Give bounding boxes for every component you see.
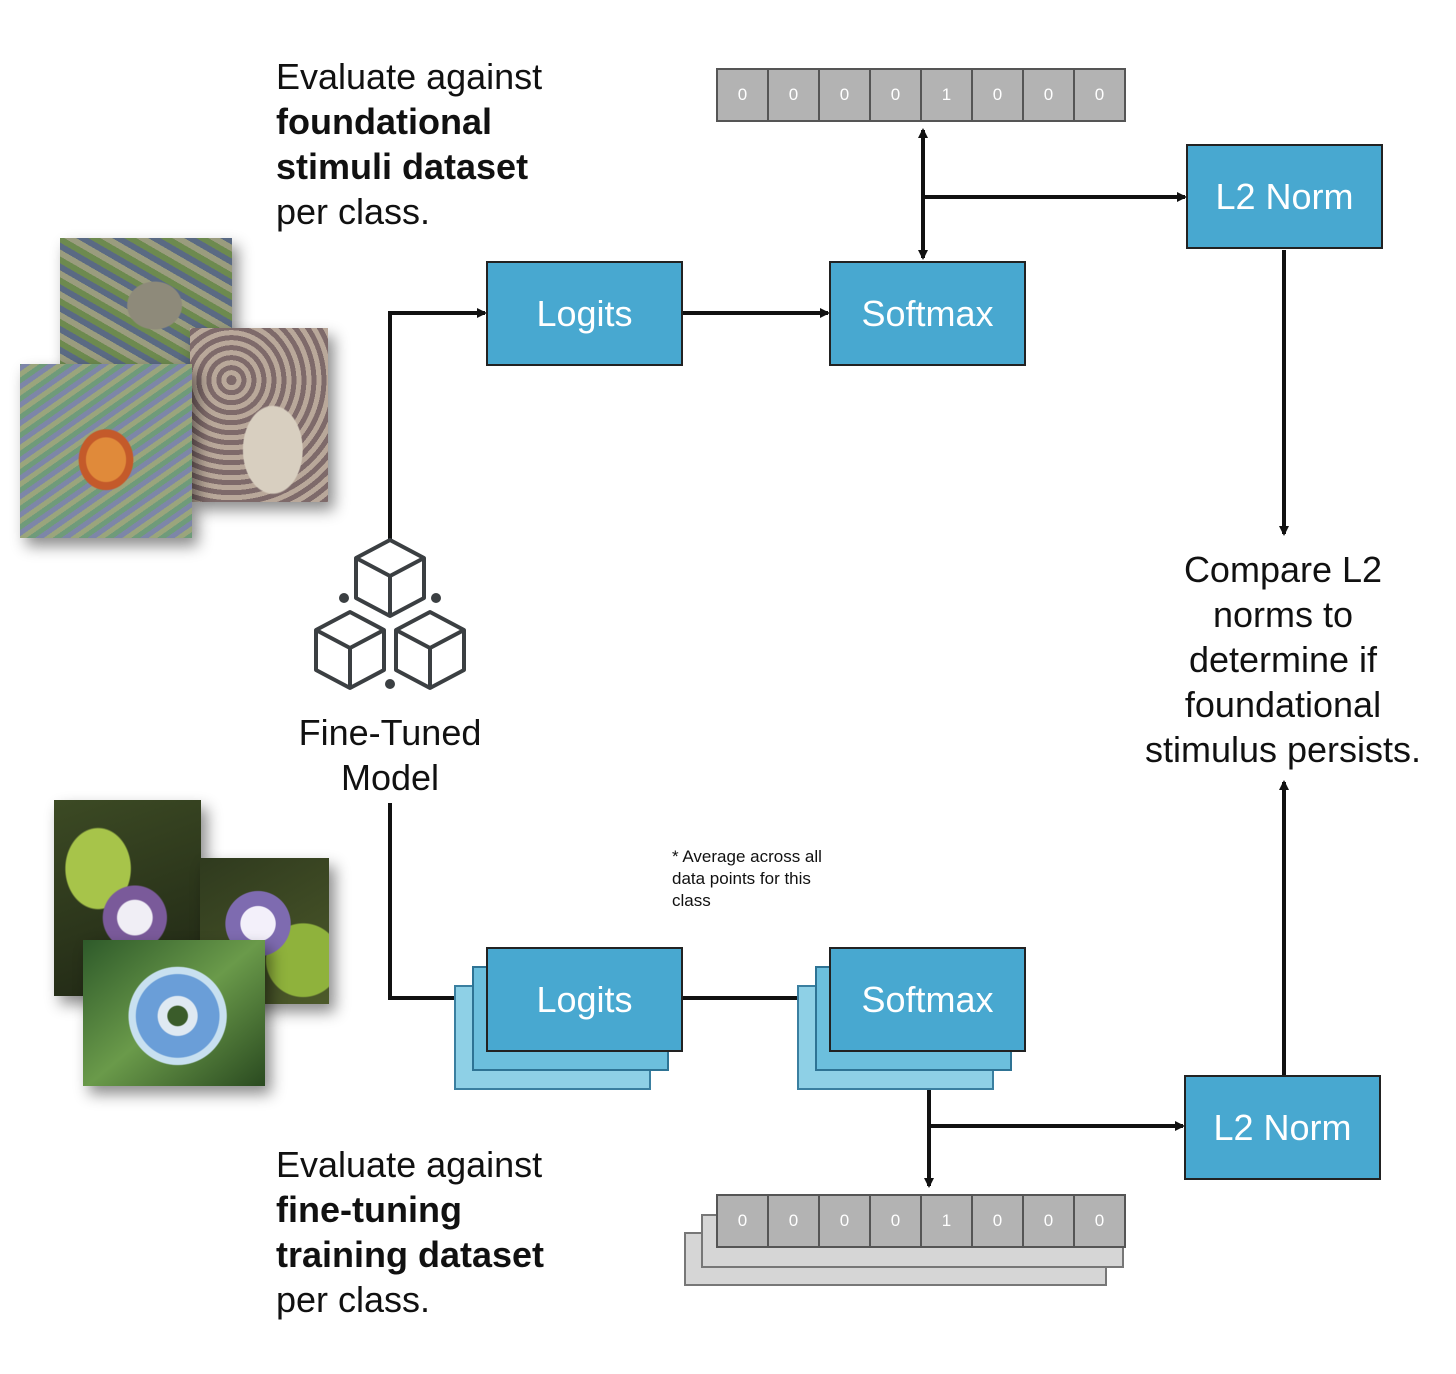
bottom-l2-norm-box: L2 Norm [1184,1075,1381,1180]
model-label-line2: Model [340,757,440,798]
vector-cell: 0 [1073,68,1126,122]
arrow-model-to-bottom-logits [388,803,487,1003]
vector-cell: 0 [1022,1194,1075,1248]
vector-cell: 0 [869,1194,922,1248]
model-label: Fine-Tuned Model [280,710,500,800]
bottom-logits-box: Logits [486,947,683,1052]
top-logits-box: Logits [486,261,683,366]
vector-cell: 1 [920,68,973,122]
vector-cell: 0 [767,68,820,122]
vector-cell: 0 [767,1194,820,1248]
top-eval-text: Evaluate against foundational stimuli da… [276,54,542,234]
top-eval-bold-1: foundational [276,101,492,142]
compare-line2: norms to [1212,594,1354,635]
compare-text: Compare L2 norms to determine if foundat… [1128,547,1438,772]
stimulus-image-front [20,364,192,538]
compare-line3: determine if [1188,639,1378,680]
top-l2-norm-box: L2 Norm [1186,144,1383,249]
vector-cell: 0 [971,68,1024,122]
bottom-eval-bold-2: training dataset [276,1234,545,1275]
stimulus-image-right [190,328,328,502]
model-label-line1: Fine-Tuned [298,712,482,753]
cubes-icon [314,538,466,690]
top-onehot-vector: 0 0 0 0 1 0 0 0 [716,68,1126,122]
top-eval-suffix: per class. [276,191,431,232]
top-eval-bold-2: stimuli dataset [276,146,529,187]
bottom-eval-bold-1: fine-tuning [276,1189,462,1230]
compare-line4: foundational [1184,684,1382,725]
top-eval-prefix: Evaluate against [276,56,543,97]
bottom-eval-text: Evaluate against fine-tuning training da… [276,1142,544,1322]
top-softmax-box: Softmax [829,261,1026,366]
vector-cell: 0 [971,1194,1024,1248]
bottom-eval-suffix: per class. [276,1279,431,1320]
flower-image-front [83,940,265,1086]
vector-cell: 0 [818,1194,871,1248]
arrow-model-to-top-logits [388,308,487,540]
vector-cell: 0 [716,1194,769,1248]
bottom-softmax-box: Softmax [829,947,1026,1052]
vector-cell: 0 [716,68,769,122]
compare-line1: Compare L2 [1183,549,1383,590]
vector-cell: 0 [869,68,922,122]
vector-cell: 0 [818,68,871,122]
compare-line5: stimulus persists. [1144,729,1422,770]
vector-cell: 1 [920,1194,973,1248]
vector-cell: 0 [1022,68,1075,122]
bottom-onehot-vector: 0 0 0 0 1 0 0 0 [716,1194,1126,1248]
average-note: * Average across all data points for thi… [672,847,822,910]
bottom-eval-prefix: Evaluate against [276,1144,543,1185]
vector-cell: 0 [1073,1194,1126,1248]
